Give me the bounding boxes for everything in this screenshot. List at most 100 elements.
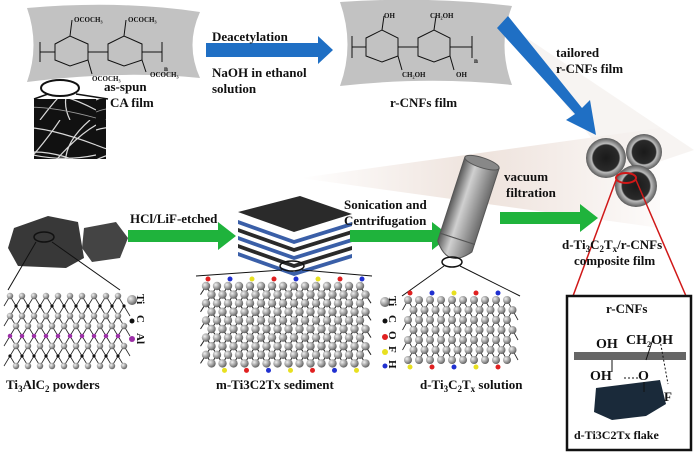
lattice-atom (481, 336, 489, 344)
terminal-atom (288, 367, 293, 373)
lattice-atom (201, 333, 211, 342)
lattice-atom (14, 304, 18, 308)
lattice-atom (508, 346, 517, 354)
sonication-arrow (350, 222, 450, 250)
lattice-atom (486, 306, 495, 314)
legend-mid-f: F (386, 346, 398, 353)
lattice-atom (218, 307, 227, 316)
lattice-atom (437, 296, 445, 304)
terminal-atom (359, 276, 365, 282)
lattice-atom (355, 316, 365, 325)
lattice-atom (306, 359, 315, 368)
lattice-atom (223, 299, 233, 308)
lattice-atom (475, 346, 484, 354)
lattice-atom (120, 362, 128, 370)
lattice-atom (67, 333, 73, 339)
lattice-atom (361, 342, 370, 351)
label-rcnfs-film: r-CNFs film (390, 95, 458, 110)
legend-left-ti: Ti (134, 294, 146, 305)
terminal-atom (249, 276, 255, 282)
lattice-atom (234, 299, 244, 308)
lattice-atom (284, 290, 293, 299)
lattice-atom (284, 324, 293, 334)
lattice-atom (79, 333, 85, 339)
lattice-atom (409, 346, 418, 354)
zoom-line (7, 241, 37, 291)
lattice-atom (317, 307, 326, 316)
lattice-atom (251, 290, 260, 299)
lattice-atom (404, 316, 412, 324)
lattice-atom (431, 346, 440, 354)
label-sonication: Sonication and (344, 197, 427, 212)
zoom-ellipse (40, 79, 80, 97)
lattice-atom (333, 281, 343, 291)
inset-label-oh: OH (596, 337, 618, 352)
lattice-atom (295, 290, 304, 299)
label-tailored: tailored (556, 45, 600, 60)
lattice-atom (234, 316, 244, 325)
lattice-atom (437, 336, 445, 344)
lattice-atom (84, 322, 92, 330)
lattice-atom (350, 359, 359, 368)
struct-label-ococh3: OCOCH₃ (74, 16, 103, 24)
inset-label-oh2: OH (590, 369, 612, 384)
lattice-atom (448, 316, 456, 324)
lattice-atom (442, 326, 451, 334)
lattice-atom (240, 324, 249, 334)
lattice-atom (311, 299, 321, 308)
lattice-atom (240, 359, 249, 368)
lattice-atom (201, 299, 211, 308)
terminal-atom (451, 364, 457, 370)
lattice-atom (110, 304, 114, 308)
lattice-atom (240, 290, 249, 299)
label-ti3alc2-powders: Ti3AlC2 powders (6, 377, 100, 395)
composite-sphere (586, 138, 626, 178)
lattice-atom (486, 346, 495, 354)
lattice-atom (503, 316, 511, 324)
legend-mid-h: H (386, 360, 398, 369)
lattice-atom (273, 324, 282, 334)
terminal-atom (244, 367, 249, 373)
label-d-solution: d-Ti3C2Tx solution (420, 377, 523, 395)
lattice-atom (120, 342, 128, 350)
tailored-arrow (497, 16, 596, 135)
lattice-atom (42, 312, 50, 320)
lattice-atom (289, 316, 299, 325)
lattice-atom (278, 299, 288, 308)
inset-label-f: F (664, 389, 672, 404)
terminal-atom (332, 367, 337, 373)
lattice-atom (60, 322, 68, 330)
label-solution: solution (212, 81, 257, 96)
lattice-atom (229, 342, 238, 351)
lattice-atom (404, 336, 412, 344)
lattice-atom (251, 307, 260, 316)
label-tailored-film: r-CNFs film (556, 61, 624, 76)
lattice-atom (361, 290, 370, 299)
lattice-atom (289, 299, 299, 308)
rcnf-structure-formula (351, 15, 473, 71)
struct-label-oh: OH (456, 71, 467, 79)
inset-hbond (659, 339, 669, 385)
lattice-atom (486, 326, 495, 334)
label-deacetylation: Deacetylation (212, 29, 288, 44)
lattice-atom (96, 322, 104, 330)
lattice-atom (24, 342, 32, 350)
lattice-atom (295, 307, 304, 316)
lattice-atom (317, 324, 326, 334)
zoom-ellipse (279, 260, 305, 272)
lattice-atom (60, 362, 68, 370)
lattice-atom (339, 324, 348, 334)
lattice-atom (240, 342, 249, 351)
lattice-atom (289, 333, 299, 342)
lattice-atom (116, 354, 120, 358)
inset-rcnf-bar (574, 352, 686, 360)
lattice-atom (262, 359, 271, 368)
lattice-atom (278, 281, 288, 291)
lattice-atom (223, 281, 233, 291)
lattice-atom (31, 333, 37, 339)
inset-flake (594, 380, 666, 420)
lattice-atom (96, 362, 104, 370)
lattice-atom (426, 296, 434, 304)
lattice-atom (409, 306, 418, 314)
layered-sediment-stack (238, 196, 352, 276)
